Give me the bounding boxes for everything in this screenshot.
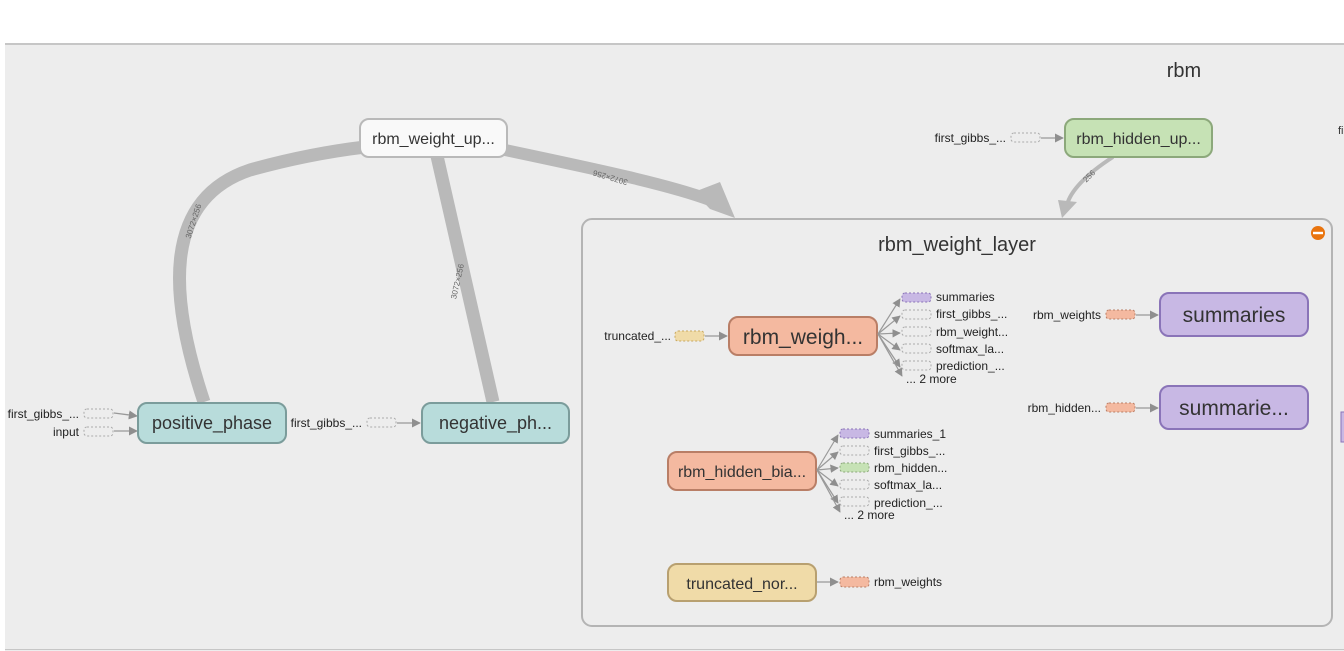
edge-negative-to-weight (430, 154, 500, 404)
weights-outputs[interactable]: summaries first_gibbs_... rbm_weight... … (877, 290, 1008, 386)
input-label: rbm_weights (1033, 308, 1101, 322)
output-stub-node (839, 576, 870, 588)
node-label: positive_phase (152, 413, 272, 434)
input-label: truncated_... (604, 329, 671, 343)
input-stub-node (1105, 309, 1136, 320)
group-title: rbm_weight_layer (878, 234, 1036, 256)
collapse-icon[interactable] (1311, 226, 1325, 240)
output-edge (877, 333, 901, 351)
output-label: rbm_weight... (936, 325, 1008, 339)
output-label: summaries_1 (874, 427, 946, 441)
hidden-update-input[interactable]: first_gibbs_... (935, 131, 1064, 145)
output-label: softmax_la... (936, 342, 1004, 356)
node-truncated-normal[interactable]: truncated_nor... (667, 563, 817, 602)
hidden-bias-outputs[interactable]: summaries_1 first_gibbs_... rbm_hidden..… (816, 427, 947, 522)
input-edge (113, 410, 138, 420)
edges-thick (173, 140, 1115, 405)
output-stub-node (901, 309, 932, 320)
output-stub-node (839, 462, 870, 473)
output-label: first_gibbs_... (936, 307, 1007, 321)
output-edge (816, 469, 839, 487)
output-edge (816, 464, 839, 473)
summaries-a-input[interactable]: rbm_weights (1033, 308, 1159, 322)
node-label: summarie... (1179, 397, 1289, 420)
output-label: summaries (936, 290, 995, 304)
output-edge (816, 434, 839, 471)
negative-phase-input[interactable]: first_gibbs_... (291, 416, 421, 430)
edge-weight-to-layer-arrowhead (694, 182, 735, 218)
input-stub-node (83, 408, 114, 419)
node-label: negative_ph... (439, 413, 552, 434)
output-edge (816, 469, 841, 513)
output-stub-node (839, 428, 870, 439)
node-label: truncated_nor... (686, 576, 797, 593)
node-label: rbm_weigh... (743, 326, 863, 349)
output-stub-node (901, 343, 932, 354)
node-rbm-hidden-update[interactable]: rbm_hidden_up... (1064, 118, 1213, 158)
node-label: rbm_hidden_up... (1076, 131, 1201, 148)
input-label: rbm_hidden... (1028, 401, 1101, 415)
node-label: rbm_hidden_bia... (678, 464, 806, 481)
positive-phase-inputs[interactable]: first_gibbs_... input (8, 407, 138, 439)
output-label: prediction_... (874, 496, 943, 510)
clipped-label-right: fi (1338, 125, 1344, 137)
scope-title: rbm (1167, 60, 1201, 82)
output-label: rbm_weights (874, 575, 942, 589)
summaries-b-input[interactable]: rbm_hidden... (1028, 401, 1159, 415)
output-edge (877, 298, 901, 335)
more-outputs-label[interactable]: ... 2 more (906, 372, 957, 386)
input-stub-node (366, 417, 397, 428)
input-label: input (53, 425, 80, 439)
output-label: softmax_la... (874, 478, 942, 492)
output-label: prediction_... (936, 359, 1005, 373)
output-stub-node (901, 292, 932, 303)
input-stub-node (1010, 132, 1041, 143)
output-stub-node (839, 445, 870, 456)
edge-positive-to-weight (173, 140, 366, 405)
input-stub-node (674, 330, 705, 342)
node-summaries-1[interactable]: summarie... (1159, 385, 1309, 430)
input-stub-node (83, 426, 114, 437)
output-edge (877, 315, 901, 335)
node-rbm-weight-update[interactable]: rbm_weight_up... (359, 118, 508, 158)
output-label: rbm_hidden... (874, 461, 947, 475)
input-stub-node (1105, 402, 1136, 413)
output-stub-node (839, 496, 870, 507)
node-negative-phase[interactable]: negative_ph... (421, 402, 570, 444)
output-stub-node (901, 360, 932, 371)
top-toolbar (0, 0, 1344, 44)
canvas-bottom-border (5, 649, 1344, 650)
edge-weight-to-layer (503, 144, 713, 206)
output-edge (877, 329, 901, 338)
node-positive-phase[interactable]: positive_phase (137, 402, 287, 444)
weights-input[interactable]: truncated_... (604, 329, 728, 343)
node-rbm-weights[interactable]: rbm_weigh... (728, 316, 878, 356)
node-label: summaries (1183, 304, 1286, 327)
output-edge (816, 451, 839, 471)
input-label: first_gibbs_... (291, 416, 362, 430)
output-edge (877, 333, 903, 377)
output-label: first_gibbs_... (874, 444, 945, 458)
truncated-output[interactable]: rbm_weights (817, 575, 942, 589)
node-label: rbm_weight_up... (372, 131, 495, 148)
output-stub-node (839, 479, 870, 490)
node-summaries[interactable]: summaries (1159, 292, 1309, 337)
edge-hidden-to-layer-arrowhead (1058, 200, 1077, 218)
input-label: first_gibbs_... (8, 407, 79, 421)
output-stub-node (901, 326, 932, 337)
toolbar-divider (5, 43, 1344, 45)
more-outputs-label[interactable]: ... 2 more (844, 508, 895, 522)
input-label: first_gibbs_... (935, 131, 1006, 145)
clipped-node-right-edge (1340, 411, 1344, 443)
node-rbm-hidden-bias[interactable]: rbm_hidden_bia... (667, 451, 817, 491)
